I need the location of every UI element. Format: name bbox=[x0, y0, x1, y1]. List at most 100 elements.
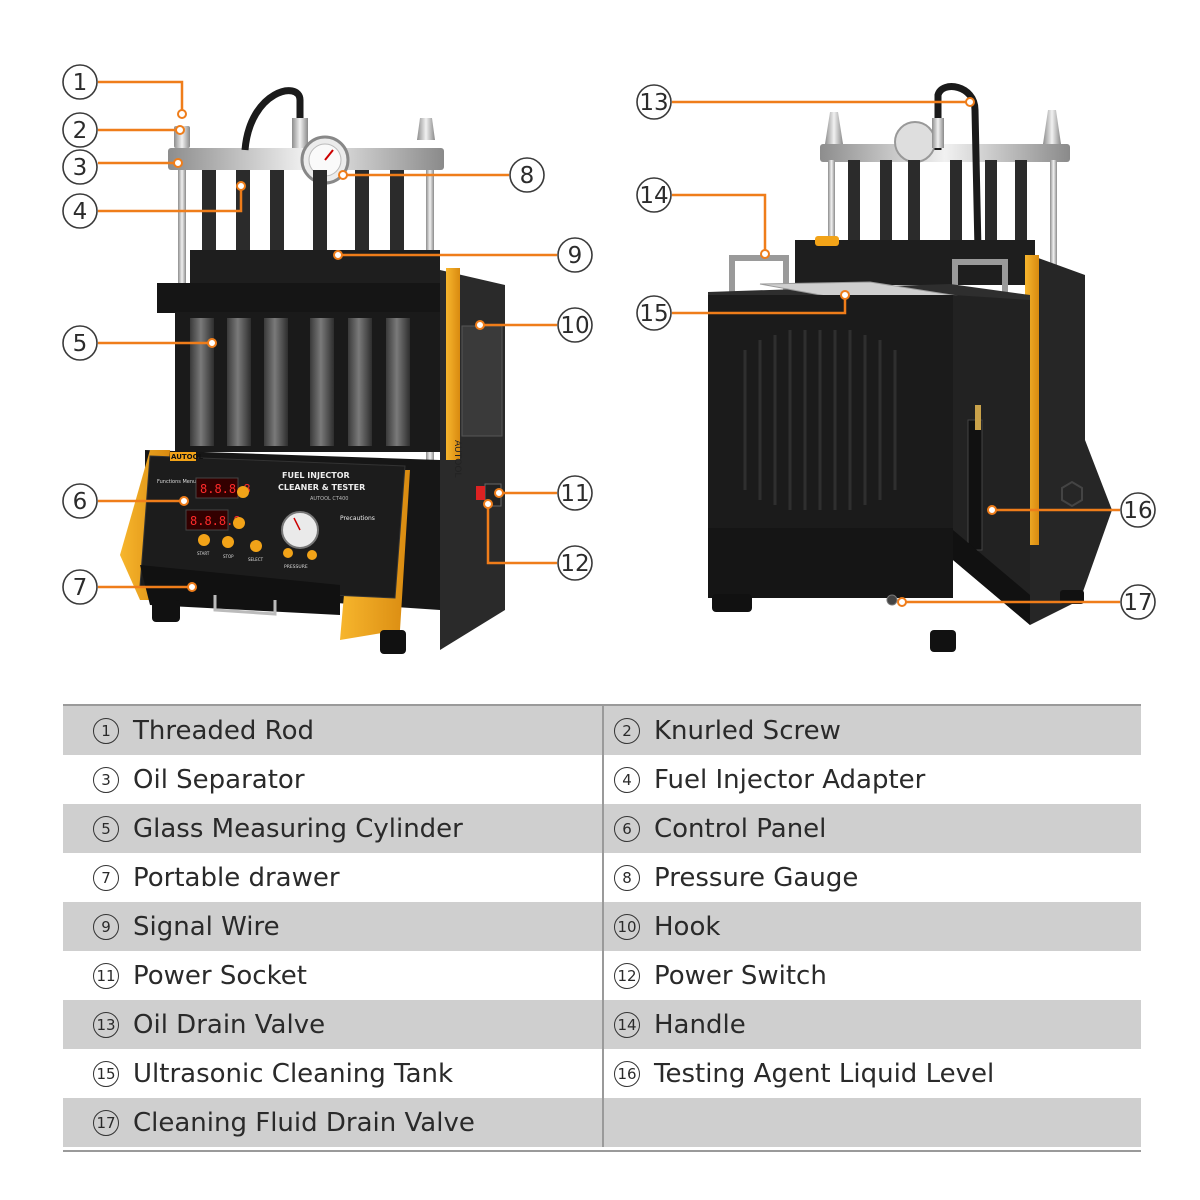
plus-button-1[interactable] bbox=[237, 486, 249, 498]
rear-side-body bbox=[1030, 255, 1112, 625]
callout-leader-line bbox=[486, 504, 557, 565]
legend-label: Knurled Screw bbox=[654, 715, 841, 746]
legend-number: 1 bbox=[93, 717, 119, 744]
callout-number: 3 bbox=[73, 155, 88, 181]
legend-number: 17 bbox=[93, 1109, 119, 1136]
callout-1: 1 bbox=[62, 64, 187, 119]
callout-14: 14 bbox=[636, 177, 770, 259]
front-view-machine: AUTOOL AUTOOL FUEL INJECTOR CLEANER & TE… bbox=[120, 87, 505, 654]
vent-grille bbox=[743, 330, 897, 510]
callout-4: 4 bbox=[62, 181, 246, 229]
callout-number-circle bbox=[1120, 584, 1156, 620]
legend-cell-left: 13 Oil Drain Valve bbox=[63, 1000, 602, 1049]
callout-target-dot bbox=[187, 582, 197, 592]
legend-cell-left: 15 Ultrasonic Cleaning Tank bbox=[63, 1049, 602, 1098]
portable-drawer bbox=[140, 565, 340, 615]
panel-title-1: FUEL INJECTOR bbox=[282, 471, 350, 480]
callout-7: 7 bbox=[62, 569, 197, 605]
callout-target-dot bbox=[965, 97, 975, 107]
rear-back-panel bbox=[708, 295, 953, 530]
callout-number-circle bbox=[62, 325, 98, 361]
panel-title-2: CLEANER & TESTER bbox=[278, 483, 365, 492]
callout-target-dot bbox=[475, 320, 485, 330]
callout-number: 8 bbox=[520, 163, 535, 189]
legend-cell-right bbox=[602, 1098, 1141, 1147]
callout-number: 4 bbox=[73, 199, 88, 225]
side-label bbox=[461, 325, 503, 437]
legend-number: 12 bbox=[614, 962, 640, 989]
legend-label: Handle bbox=[654, 1009, 746, 1040]
callout-target-dot bbox=[207, 338, 217, 348]
callout-target-dot bbox=[840, 290, 850, 300]
label-pressure: PRESSURE bbox=[284, 564, 308, 570]
legend-label: Cleaning Fluid Drain Valve bbox=[133, 1107, 475, 1138]
callout-target-dot bbox=[494, 488, 504, 498]
legend-label: Portable drawer bbox=[133, 862, 340, 893]
callout-15: 15 bbox=[636, 290, 850, 331]
legend-cell-left: 7 Portable drawer bbox=[63, 853, 602, 902]
rear-oil-separator bbox=[820, 144, 1070, 162]
callout-number: 11 bbox=[560, 481, 589, 507]
callout-number-circle bbox=[557, 545, 593, 581]
injectors-rear bbox=[848, 160, 1027, 240]
display-2 bbox=[185, 509, 229, 531]
legend-number: 2 bbox=[614, 717, 640, 744]
legend-cell-left: 17 Cleaning Fluid Drain Valve bbox=[63, 1098, 602, 1147]
callout-target-dot bbox=[760, 249, 770, 259]
legend-label: Power Socket bbox=[133, 960, 307, 991]
legend-number: 13 bbox=[93, 1011, 119, 1038]
legend-label: Hook bbox=[654, 911, 721, 942]
callout-number-circle bbox=[557, 475, 593, 511]
injectors-front bbox=[202, 170, 404, 260]
oil-drain-hose bbox=[934, 83, 982, 251]
callout-number-circle bbox=[62, 569, 98, 605]
callout-number: 13 bbox=[639, 90, 668, 116]
callout-leader-line bbox=[98, 186, 243, 213]
legend-label: Glass Measuring Cylinder bbox=[133, 813, 463, 844]
callout-8: 8 bbox=[338, 157, 545, 193]
panel-functions-menu: Functions Menu bbox=[157, 479, 196, 485]
stop-button[interactable] bbox=[222, 536, 234, 548]
panel-model: AUTOOL CT400 bbox=[310, 496, 348, 502]
legend-cell-right: 2 Knurled Screw bbox=[602, 706, 1141, 755]
legend-label: Pressure Gauge bbox=[654, 862, 859, 893]
legend-number: 7 bbox=[93, 864, 119, 891]
callout-16: 16 bbox=[987, 492, 1156, 528]
legend-number: 8 bbox=[614, 864, 640, 891]
callout-number-circle bbox=[557, 307, 593, 343]
callout-number-circle bbox=[636, 177, 672, 213]
callout-13: 13 bbox=[636, 84, 975, 120]
legend-bottom-rule bbox=[63, 1150, 1141, 1152]
legend-label: Oil Drain Valve bbox=[133, 1009, 326, 1040]
callout-target-dot bbox=[175, 125, 185, 135]
legend-number: 3 bbox=[93, 766, 119, 793]
label-start: START bbox=[197, 551, 210, 556]
callout-number-circle bbox=[509, 157, 545, 193]
plus-button-2[interactable] bbox=[233, 517, 245, 529]
legend-number: 9 bbox=[93, 913, 119, 940]
legend-label: Ultrasonic Cleaning Tank bbox=[133, 1058, 454, 1089]
side-brand-text: AUTOOL bbox=[452, 440, 462, 477]
callout-number: 12 bbox=[560, 551, 589, 577]
callout-number: 15 bbox=[639, 301, 668, 327]
oil-hose bbox=[241, 87, 304, 151]
callout-12: 12 bbox=[483, 499, 593, 581]
callout-number-circle bbox=[636, 295, 672, 331]
callout-5: 5 bbox=[62, 325, 217, 361]
start-button[interactable] bbox=[198, 534, 210, 546]
legend-number: 15 bbox=[93, 1060, 119, 1087]
callout-6: 6 bbox=[62, 483, 189, 519]
callout-leader-line bbox=[672, 295, 847, 315]
select-button[interactable] bbox=[250, 540, 262, 552]
callout-3: 3 bbox=[62, 149, 183, 185]
legend-label: Testing Agent Liquid Level bbox=[654, 1058, 995, 1089]
